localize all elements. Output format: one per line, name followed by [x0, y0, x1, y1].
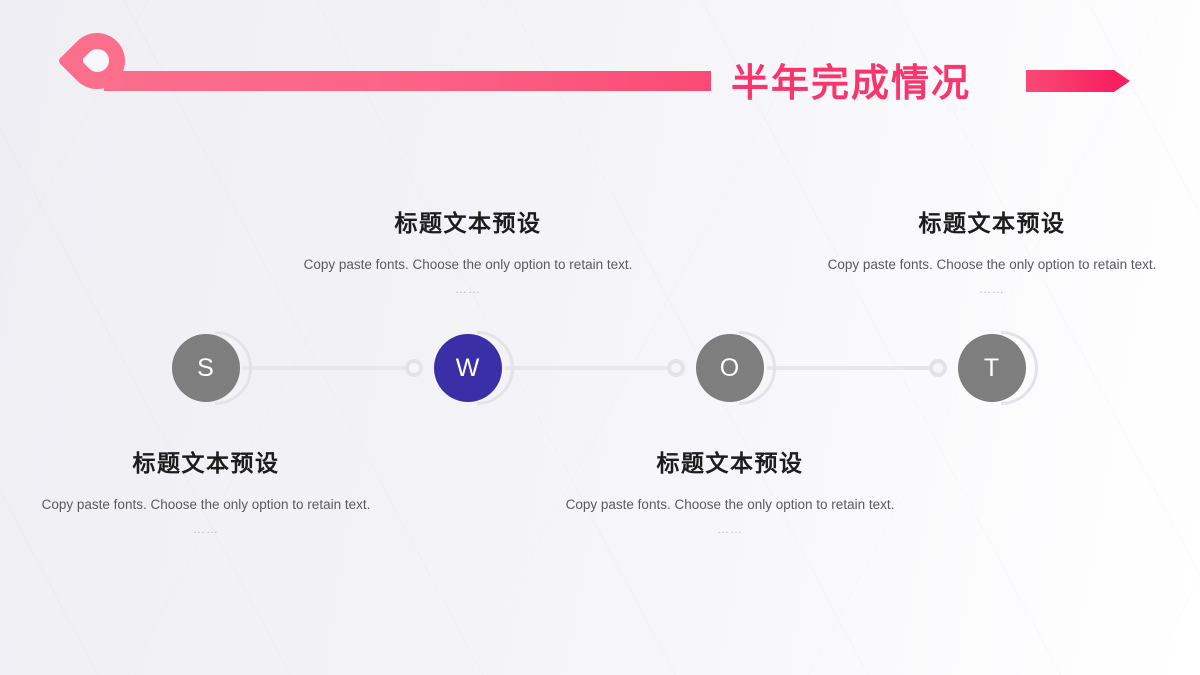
arrow-shaft [1026, 70, 1114, 92]
block-body: Copy paste fonts. Choose the only option… [303, 257, 633, 272]
connector-segment-3 [767, 366, 939, 370]
page-title: 半年完成情况 [731, 61, 972, 105]
block-body: Copy paste fonts. Choose the only option… [565, 497, 895, 512]
timeline-node-s[interactable]: S [172, 331, 252, 405]
node-letter: T [958, 334, 1026, 402]
timeline-node-t[interactable]: T [958, 331, 1038, 405]
content-block-s: 标题文本预设 Copy paste fonts. Choose the only… [41, 444, 371, 536]
connector-segment-2 [505, 366, 677, 370]
block-body: Copy paste fonts. Choose the only option… [41, 497, 371, 512]
timeline-node-o[interactable]: O [696, 331, 776, 405]
block-title: 标题文本预设 [656, 451, 804, 477]
node-letter: W [434, 334, 502, 402]
node-letter: S [172, 334, 240, 402]
block-title: 标题文本预设 [918, 211, 1066, 237]
connector-dot-3 [929, 359, 947, 377]
node-letter: O [696, 334, 764, 402]
connector-dot-2 [667, 359, 685, 377]
slide-header: 半年完成情况 [0, 0, 1200, 130]
block-body: Copy paste fonts. Choose the only option… [827, 257, 1157, 272]
timeline-node-w[interactable]: W [434, 331, 514, 405]
connector-dot-1 [405, 359, 423, 377]
connector-segment-1 [243, 366, 415, 370]
block-title: 标题文本预设 [394, 211, 542, 237]
block-ellipsis: …… [455, 281, 481, 296]
content-block-w: 标题文本预设 Copy paste fonts. Choose the only… [303, 204, 633, 296]
block-ellipsis: …… [717, 521, 743, 536]
arrow-tip [1114, 70, 1130, 92]
right-arrow-icon [1026, 70, 1130, 92]
block-title: 标题文本预设 [132, 451, 280, 477]
content-block-t: 标题文本预设 Copy paste fonts. Choose the only… [827, 204, 1157, 296]
header-accent-bar [104, 71, 711, 91]
block-ellipsis: …… [979, 281, 1005, 296]
content-block-o: 标题文本预设 Copy paste fonts. Choose the only… [565, 444, 895, 536]
block-ellipsis: …… [193, 521, 219, 536]
